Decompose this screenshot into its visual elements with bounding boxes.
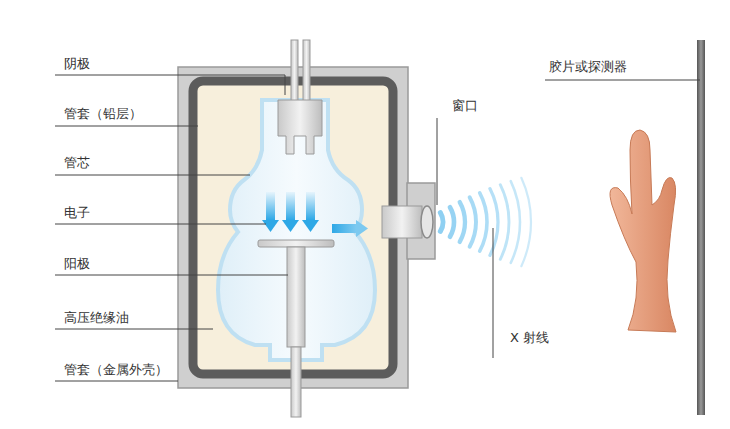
metal-housing: [178, 67, 408, 388]
electron-beam: [306, 192, 315, 220]
anode-pipe: [291, 347, 301, 417]
xray-waves: [440, 178, 531, 266]
film-detector: [697, 40, 705, 415]
xray-direction-arrow: [332, 224, 356, 233]
xray-wave: [490, 189, 498, 256]
tube-core: [218, 100, 375, 360]
anode-stem: [287, 247, 305, 347]
part-label: 胶片或探测器: [547, 59, 629, 75]
part-label: 管套（金属外壳）: [62, 362, 170, 378]
xray-wave: [440, 213, 443, 232]
xray-wave: [450, 207, 454, 237]
xray-wave: [470, 197, 476, 246]
xray-wave: [460, 202, 465, 242]
part-label: 阴极: [62, 56, 92, 72]
part-label: 电子: [62, 205, 92, 221]
xray-wave: [500, 185, 509, 260]
electron-beam: [266, 192, 275, 220]
part-label: 管芯: [62, 155, 92, 171]
xray-wave: [480, 193, 487, 251]
part-label: 管套（铅层）: [62, 106, 144, 122]
lead-layer: [193, 81, 393, 374]
leader-lines: [55, 75, 700, 381]
part-label: 阳极: [62, 256, 92, 272]
hand: [610, 130, 676, 332]
part-label: 高压绝缘油: [62, 310, 131, 326]
window-neck: [382, 206, 422, 238]
xray-wave: [511, 181, 520, 263]
part-label: X 射线: [508, 330, 551, 346]
part-label: 窗口: [450, 98, 480, 114]
cathode: [278, 100, 322, 154]
xray-wave: [521, 178, 531, 266]
window: [421, 206, 433, 238]
anode-disk: [258, 240, 334, 247]
electron-beam: [286, 192, 295, 220]
